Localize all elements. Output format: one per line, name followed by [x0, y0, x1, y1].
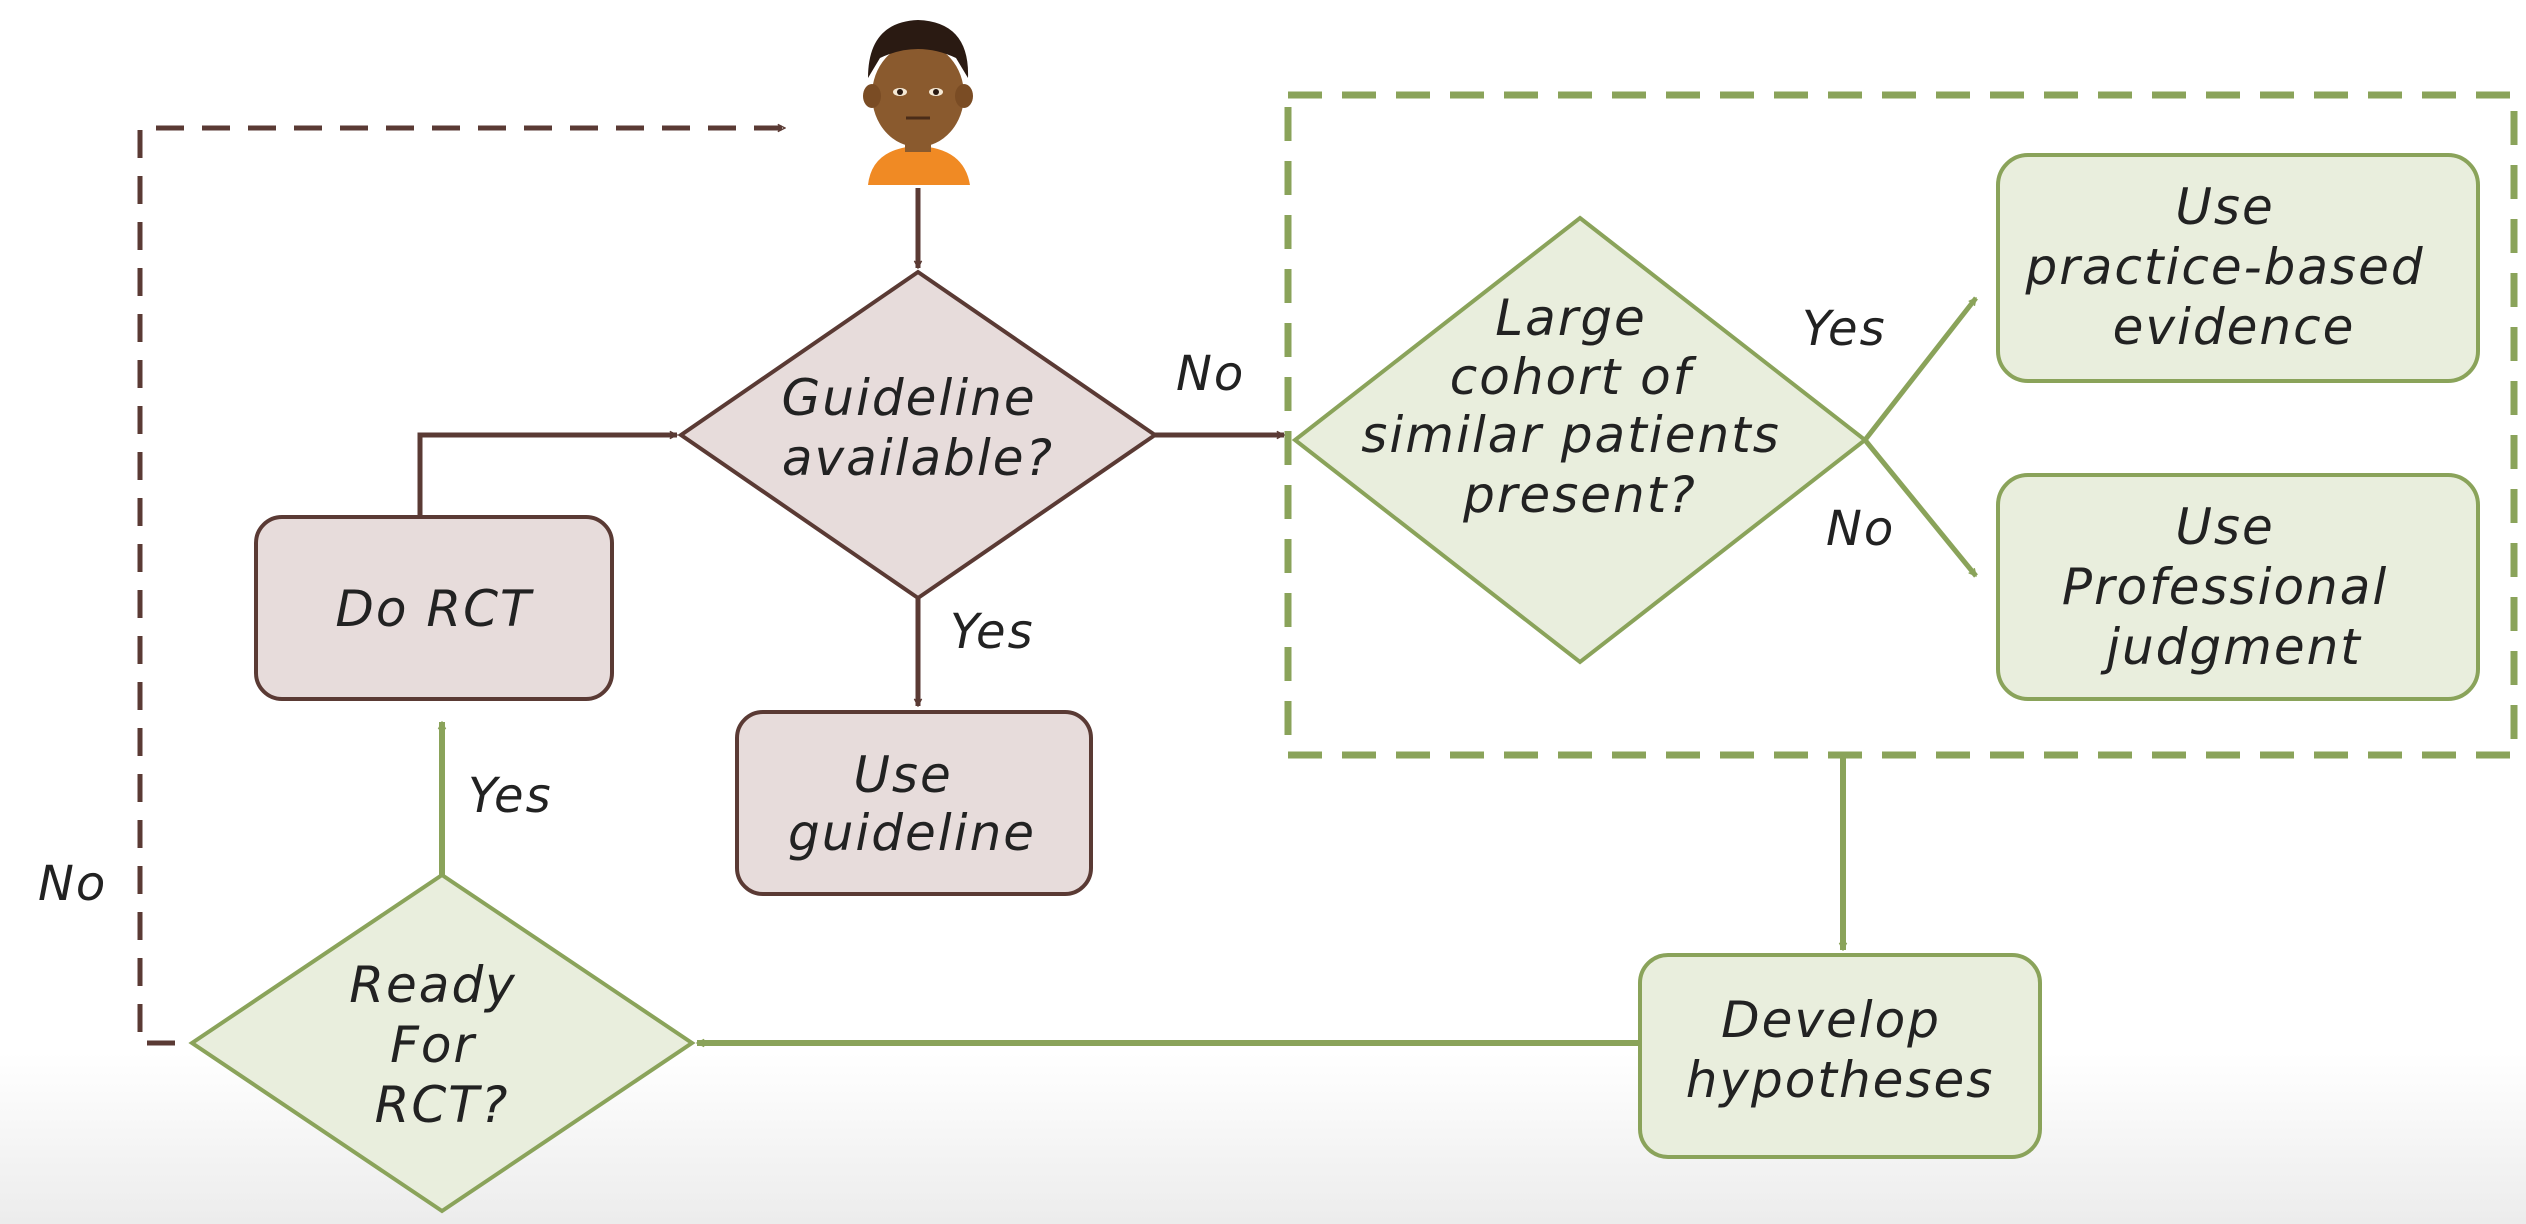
svg-text:Ready For RCT?: Ready For RCT?: [349, 956, 534, 1134]
cohort-group-container: [1284, 91, 2518, 759]
cohort-line-4: present?: [1462, 466, 1697, 524]
practice-based-evidence-box[interactable]: Use practice-based evidence: [1996, 153, 2480, 383]
ready-no-loop-connector: [137, 128, 785, 1046]
use-guideline-line-1: Use: [853, 746, 952, 804]
do-rct-label: Do RCT: [335, 580, 534, 638]
cohort-line-2: cohort of: [1450, 348, 1697, 406]
cohort-line-1: Large: [1495, 289, 1647, 347]
cohort-no-label: No: [1826, 501, 1895, 557]
guideline-yes-label: Yes: [950, 604, 1035, 660]
do-rct-box[interactable]: Do RCT: [254, 515, 614, 701]
use-guideline-box[interactable]: Use guideline: [735, 710, 1093, 896]
guideline-no-label: No: [1176, 346, 1245, 402]
ready-line-1: Ready: [349, 956, 516, 1014]
professional-line-3: judgment: [2100, 618, 2362, 676]
ready-for-rct-decision[interactable]: Ready For RCT?: [188, 872, 696, 1214]
svg-text:Use Professional j: Use Professional judgment: [2062, 498, 2406, 676]
patient-avatar-icon: [863, 20, 973, 185]
cohort-yes-arrow: [1863, 296, 1978, 442]
professional-judgment-box[interactable]: Use Professional judgment: [1996, 473, 2480, 701]
svg-text:Guideline available?: Guideline available?: [782, 369, 1055, 487]
cohort-no-arrow: [1863, 438, 1978, 578]
professional-line-1: Use: [2175, 498, 2274, 556]
svg-text:Use guideline: Use guideline: [788, 746, 1036, 862]
ready-line-3: RCT?: [375, 1076, 510, 1134]
guideline-available-decision[interactable]: Guideline available?: [677, 269, 1159, 601]
ready-line-2: For: [390, 1016, 477, 1074]
practice-line-2: practice-based: [2024, 238, 2424, 296]
guideline-label-line-2: available?: [782, 429, 1054, 487]
svg-text:Do RCT: Do RCT: [335, 580, 534, 638]
professional-line-2: Professional: [2062, 558, 2388, 616]
develop-line-2: hypotheses: [1686, 1051, 1995, 1109]
ready-no-label: No: [38, 856, 107, 912]
svg-text:Develop hypotheses: Develop hypotheses: [1686, 991, 1995, 1109]
practice-line-3: evidence: [2113, 298, 2356, 356]
guideline-label-line-1: Guideline: [782, 369, 1037, 427]
use-guideline-line-2: guideline: [788, 804, 1036, 862]
large-cohort-decision[interactable]: Large cohort of similar patients present…: [1291, 215, 1869, 665]
practice-line-1: Use: [2175, 178, 2274, 236]
ready-yes-label: Yes: [468, 768, 553, 824]
develop-line-1: Develop: [1721, 991, 1941, 1049]
cohort-line-3: similar patients: [1361, 406, 1781, 464]
do-rct-to-guideline-arrow: [417, 435, 677, 517]
cohort-yes-label: Yes: [1802, 301, 1887, 357]
svg-text:Use practice-based: Use practice-based evidence: [2024, 178, 2442, 356]
develop-hypotheses-box[interactable]: Develop hypotheses: [1638, 953, 2042, 1159]
svg-text:Large cohort of si: Large cohort of similar patients present…: [1361, 289, 1798, 524]
